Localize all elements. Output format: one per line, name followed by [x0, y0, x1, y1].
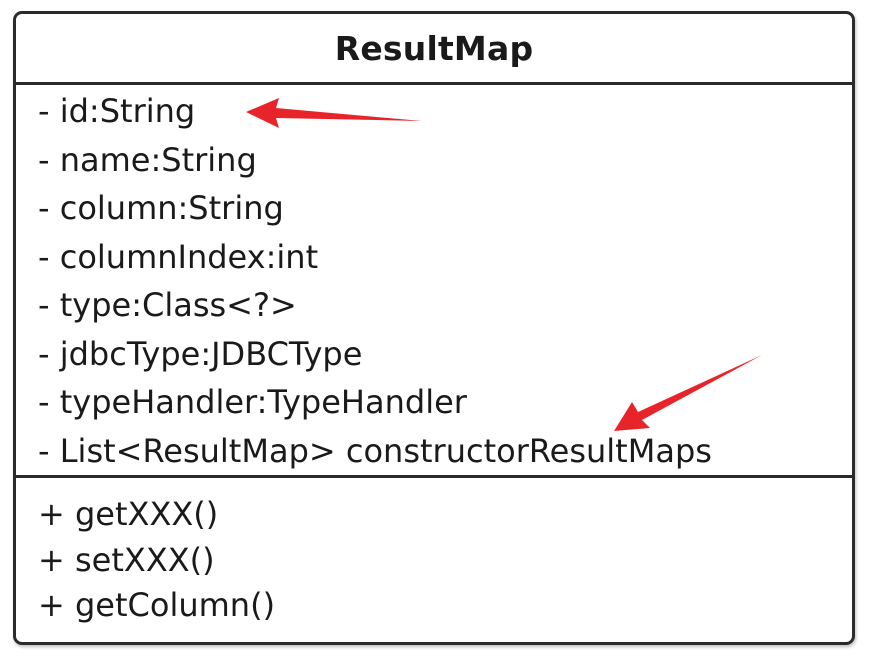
class-name: ResultMap: [16, 14, 852, 85]
attribute-jdbc-type: - jdbcType:JDBCType: [38, 334, 363, 373]
attributes-section: - id:String - name:String - column:Strin…: [16, 85, 852, 478]
attribute-type-handler: - typeHandler:TypeHandler: [38, 383, 467, 421]
attribute-column-index: - columnIndex:int: [38, 237, 319, 276]
methods-section: + getXXX() + setXXX() + getColumn(): [16, 478, 852, 629]
method-get-column: + getColumn(): [38, 586, 276, 624]
attribute-name: - name:String: [38, 140, 257, 179]
uml-class-box: ResultMap - id:String - name:String - co…: [13, 11, 855, 645]
method-get-xxx: + getXXX(): [38, 495, 219, 533]
attribute-id: - id:String: [38, 92, 196, 130]
attribute-column: - column:String: [38, 189, 284, 227]
method-set-xxx: + setXXX(): [38, 540, 215, 579]
attribute-constructor-result-maps: - List<ResultMap> constructorResultMaps: [38, 431, 712, 470]
attribute-type: - type:Class<?>: [38, 286, 297, 324]
